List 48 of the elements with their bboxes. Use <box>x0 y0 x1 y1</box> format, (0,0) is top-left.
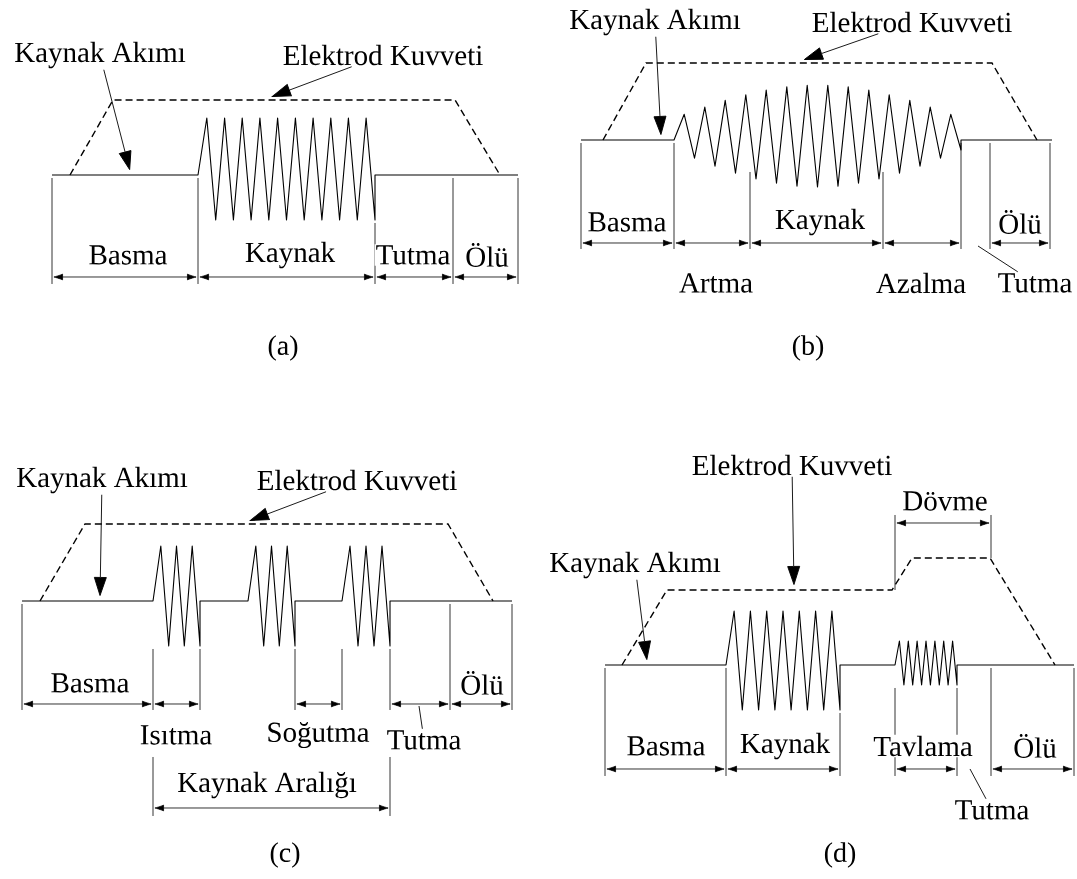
leader-line <box>93 494 107 596</box>
callout-label: Elektrod Kuvveti <box>812 11 1012 33</box>
callout-label: Elektrod Kuvveti <box>257 469 457 491</box>
leader-line <box>418 705 423 730</box>
interval-label: Kaynak <box>738 731 832 761</box>
current-waveform <box>580 84 1053 188</box>
interval-label: Kaynak Aralığı <box>176 770 358 800</box>
panel-caption: (c) <box>268 841 302 869</box>
leader-line <box>803 33 879 60</box>
interval-label: Tavlama <box>872 734 974 758</box>
panel-caption: (a) <box>266 334 300 362</box>
interval-label: Tutma <box>374 244 452 266</box>
callout-label: Kaynak Akımı <box>570 8 741 36</box>
callout-label: Kaynak Akımı <box>550 551 721 579</box>
panel-caption: (d) <box>822 841 858 869</box>
interval-label: Ölü <box>1012 733 1058 759</box>
force-curve <box>39 523 494 602</box>
callout-label: Elektrod Kuvveti <box>692 454 892 476</box>
leader-line <box>636 579 651 660</box>
interval-label: Azalma <box>874 271 968 295</box>
interval-label: Ölü <box>459 670 505 696</box>
leader-line <box>271 66 353 97</box>
current-waveform <box>604 610 1075 711</box>
interval-label: Soğutma <box>265 720 371 750</box>
callout-label: Tutma <box>387 730 461 750</box>
leader-line <box>977 245 1019 273</box>
force-curve <box>69 99 501 176</box>
leader-line <box>653 36 667 135</box>
leader-line <box>103 69 132 171</box>
leader-line <box>969 768 987 800</box>
current-waveform <box>51 117 519 221</box>
interval-label: Isıtma <box>138 724 214 746</box>
panel-caption: (b) <box>790 334 826 362</box>
interval-label: Artma <box>677 272 755 294</box>
callout-label: Tutma <box>998 273 1072 293</box>
leader-line <box>249 491 327 521</box>
interval-label: Kaynak <box>773 207 867 237</box>
callout-label: Kaynak Akımı <box>15 41 186 69</box>
interval-label: Kaynak <box>243 240 337 270</box>
leader-line <box>787 476 801 585</box>
interval-label: Ölü <box>464 242 510 268</box>
current-waveform <box>21 545 513 647</box>
callout-label: Tutma <box>955 800 1029 820</box>
force-curve <box>602 62 1038 141</box>
callout-label: Elektrod Kuvveti <box>283 44 483 66</box>
interval-label: Ölü <box>997 209 1043 235</box>
interval-label: Dövme <box>901 490 989 512</box>
callout-label: Kaynak Akımı <box>17 466 188 494</box>
